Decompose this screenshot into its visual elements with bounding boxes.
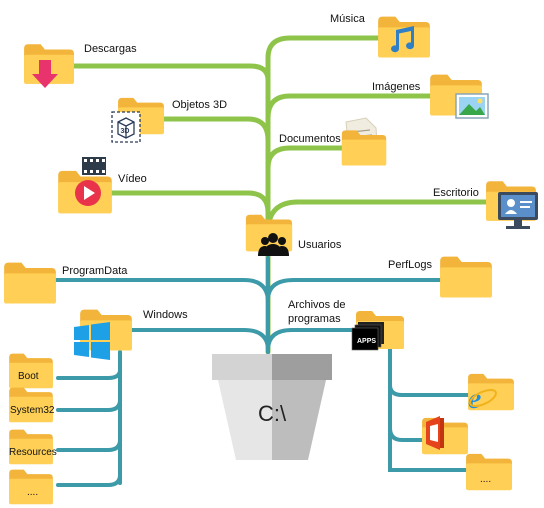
music-note-icon: [391, 26, 414, 53]
subfolder-programs-more[interactable]: ....: [466, 453, 512, 491]
teal-branches: [50, 256, 472, 487]
subfolder-system32[interactable]: System32: [9, 387, 55, 423]
play-button-icon: [75, 180, 101, 206]
branch-programdata: [50, 278, 270, 304]
folder-label-imagenes: Imágenes: [372, 81, 421, 93]
branch-imagenes: [265, 93, 435, 121]
folder-label-programas-line1: Archivos de: [288, 299, 345, 311]
apps-stack-icon: APPS: [351, 322, 384, 351]
branch-descargas: [67, 63, 271, 83]
cube-3d-icon: 3D: [111, 111, 141, 143]
subfolder-label-resources: Resources: [9, 447, 57, 458]
branch-windows: [130, 328, 270, 352]
folder-label-programdata: ProgramData: [62, 265, 128, 277]
svg-text:e: e: [468, 382, 481, 415]
pot-body-left: [218, 380, 272, 460]
folder-programdata[interactable]: ProgramData: [4, 262, 128, 304]
branch-escritorio: [265, 199, 493, 235]
subfolder-label-boot: Boot: [18, 371, 39, 382]
windows-subtree: [56, 350, 122, 487]
svg-text:APPS: APPS: [357, 338, 376, 345]
svg-text:3D: 3D: [121, 128, 130, 135]
subfolder-more[interactable]: ....: [9, 469, 53, 505]
folder-documentos[interactable]: Documentos: [279, 117, 387, 166]
programas-subtree: [388, 344, 472, 472]
branch-documentos: [265, 145, 351, 171]
browser-e-icon: e: [468, 382, 497, 415]
folder-label-windows: Windows: [143, 309, 188, 321]
windows-subfolders: Boot System32 Resources ....: [9, 353, 57, 505]
people-icon: [258, 233, 289, 256]
folder-imagenes[interactable]: Imágenes: [372, 74, 489, 119]
desktop-icon: [498, 192, 538, 229]
folder-label-escritorio: Escritorio: [433, 187, 479, 199]
program-subfolders: e ....: [422, 373, 514, 491]
picture-icon: [455, 93, 489, 119]
subfolder-office[interactable]: [422, 416, 468, 455]
pot-rim-left: [212, 354, 272, 380]
folder-objetos3d[interactable]: 3D Objetos 3D: [111, 97, 227, 143]
branch-video: [107, 190, 271, 215]
root-drive-pot[interactable]: C:\: [212, 354, 332, 460]
branch-objetos3d: [155, 116, 271, 143]
folder-label-objetos3d: Objetos 3D: [172, 99, 227, 111]
subfolder-label-system32: System32: [10, 405, 55, 416]
folder-perflogs[interactable]: PerfLogs: [388, 256, 492, 298]
green-trunk: [265, 35, 385, 355]
branch-programas: [266, 328, 358, 352]
root-label: C:\: [258, 401, 287, 426]
subfolder-label-more: ....: [27, 487, 38, 498]
folder-icon: [4, 262, 56, 304]
folder-icon: [440, 256, 492, 298]
folder-label-descargas: Descargas: [84, 43, 137, 55]
folder-archivos-programas[interactable]: APPS Archivos de programas: [288, 299, 404, 351]
folder-descargas[interactable]: Descargas: [24, 43, 137, 88]
subfolder-boot[interactable]: Boot: [9, 353, 53, 389]
download-arrow-icon: [32, 60, 58, 88]
branch-perflogs: [266, 278, 444, 302]
green-branches: [67, 35, 493, 355]
folder-label-musica: Música: [330, 13, 366, 25]
folder-musica[interactable]: Música: [330, 13, 430, 58]
subfolder-resources[interactable]: Resources: [9, 429, 57, 465]
pot-body-right: [272, 380, 326, 460]
film-strip-icon: [82, 157, 106, 175]
folder-video[interactable]: Vídeo: [58, 157, 147, 214]
subfolder-browser[interactable]: e: [468, 373, 514, 415]
folder-label-perflogs: PerfLogs: [388, 259, 433, 271]
folder-label-programas-line2: programas: [288, 313, 341, 325]
pot-rim-right: [272, 354, 332, 380]
windows-logo-icon: [74, 322, 110, 360]
folder-usuarios[interactable]: Usuarios: [245, 214, 342, 256]
folder-label-usuarios: Usuarios: [298, 239, 342, 251]
subfolder-label-programs-more: ....: [480, 474, 491, 485]
folder-label-documentos: Documentos: [279, 133, 341, 145]
folder-icon: [378, 16, 430, 58]
folder-icon: [341, 130, 387, 166]
folder-escritorio[interactable]: Escritorio: [433, 181, 538, 229]
office-icon: [426, 416, 444, 450]
folder-windows[interactable]: Windows: [74, 309, 188, 360]
folder-label-video: Vídeo: [118, 173, 147, 185]
